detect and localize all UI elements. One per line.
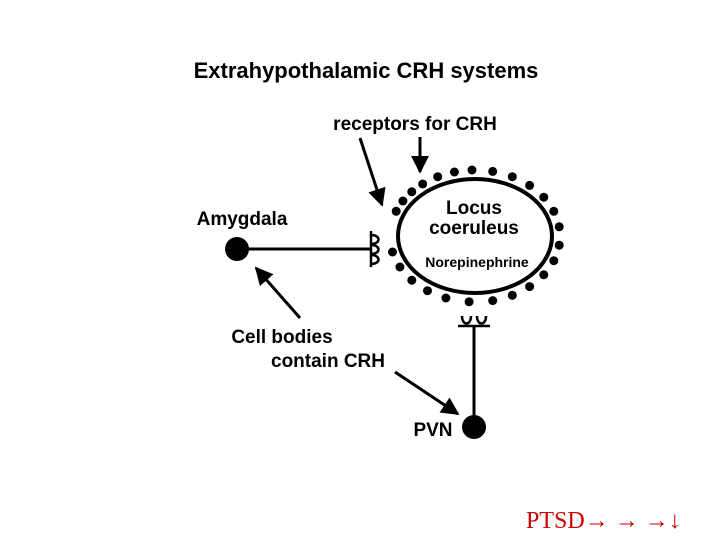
- receptor-dot: [464, 297, 474, 307]
- pvn-terminal: [458, 315, 490, 328]
- receptor-dot: [488, 296, 498, 306]
- receptor-dot: [391, 206, 401, 216]
- receptor-dot: [507, 290, 517, 300]
- receptor-dot: [407, 275, 417, 285]
- receptor-dot: [539, 192, 549, 202]
- receptor-dot: [549, 256, 559, 266]
- receptor-dot: [398, 196, 408, 206]
- norepinephrine-label: Norepinephrine: [425, 254, 529, 270]
- receptor-dot: [423, 286, 432, 296]
- amygdala-terminal: [369, 231, 380, 267]
- ptsd-footer: PTSD→ → →↓: [526, 508, 681, 534]
- locus-coeruleus-cell: [396, 177, 554, 295]
- receptor-dot: [407, 187, 417, 197]
- receptor-dot: [418, 179, 428, 189]
- receptor-dot: [488, 166, 498, 176]
- arrow-to-amygdala: [254, 266, 302, 319]
- pvn-label: PVN: [413, 420, 452, 441]
- receptor-dot: [441, 293, 451, 303]
- receptor-dot: [554, 240, 564, 250]
- receptor-dot: [507, 172, 517, 182]
- cell-bodies-label-line2: contain CRH: [271, 351, 385, 372]
- pvn-neuron: [462, 415, 486, 439]
- cell-bodies-label-line1: Cell bodies: [231, 327, 332, 348]
- receptor-dot: [449, 167, 459, 177]
- receptor-dot: [388, 247, 397, 257]
- diagram-title: Extrahypothalamic CRH systems: [194, 58, 539, 83]
- receptor-dot: [467, 165, 477, 175]
- receptor-dot: [433, 172, 443, 182]
- receptor-arrow-left: [358, 137, 386, 207]
- receptor-dot: [539, 270, 549, 280]
- receptors-label: receptors for CRH: [333, 114, 497, 135]
- receptor-dot: [525, 180, 535, 190]
- locus-label-line1: Locus: [446, 198, 502, 219]
- receptor-dot: [525, 282, 535, 292]
- receptor-dots: [388, 165, 564, 307]
- amygdala-label: Amygdala: [197, 209, 288, 230]
- receptor-dot: [554, 222, 564, 232]
- locus-label-line2: coeruleus: [429, 218, 519, 239]
- receptor-dot: [395, 262, 405, 272]
- receptor-dot: [549, 206, 559, 216]
- arrow-to-pvn: [394, 370, 460, 416]
